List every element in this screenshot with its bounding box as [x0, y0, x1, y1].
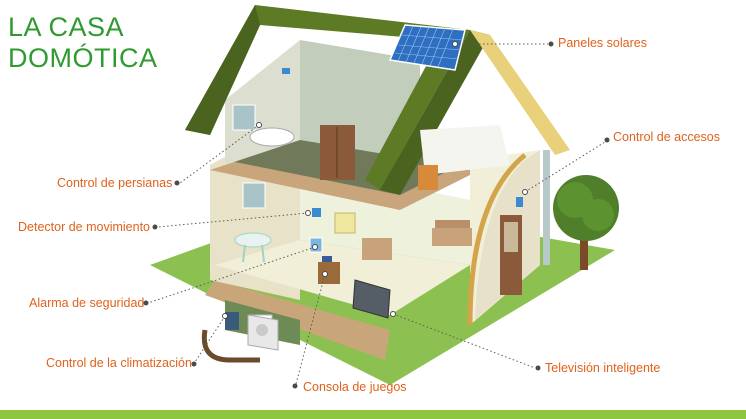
callout-line-climatizacion — [194, 315, 226, 363]
page-title: LA CASA DOMÓTICA — [8, 12, 158, 74]
callout-end-alarma — [143, 300, 149, 306]
tree-trunk — [580, 225, 588, 270]
callout-end-tv — [535, 365, 541, 371]
callout-line-persianas — [179, 124, 260, 184]
bottom-accent-bar — [0, 410, 746, 419]
title-line-1: LA CASA — [8, 12, 125, 42]
callout-end-climatizacion — [191, 361, 197, 367]
label-control-accesos: Control de accesos — [613, 130, 721, 144]
callout-dot-alarma — [312, 244, 318, 250]
callout-end-detector — [152, 224, 158, 230]
label-paneles-solares: Paneles solares — [558, 36, 647, 50]
tv — [352, 279, 391, 319]
roof-left — [185, 5, 470, 190]
label-television-inteligente: Televisión inteligente — [545, 361, 661, 375]
callout-dot-persianas — [256, 122, 262, 128]
ground-floor — [215, 240, 470, 315]
callout-end-paneles — [548, 41, 554, 47]
callout-end-accesos — [604, 137, 610, 143]
callout-dot-detector — [305, 210, 311, 216]
label-alarma-seguridad: Alarma de seguridad — [29, 296, 145, 310]
title-line-2: DOMÓTICA — [8, 43, 158, 73]
callout-dot-accesos — [522, 189, 528, 195]
callout-dot-consola — [322, 271, 328, 277]
callout-line-tv — [392, 313, 536, 369]
callout-line-alarma — [147, 246, 316, 304]
callout-line-detector — [157, 212, 309, 228]
callout-dot-paneles — [452, 41, 458, 47]
callout-line-consola — [295, 273, 326, 385]
label-control-climatizacion: Control de la climatización — [46, 356, 192, 370]
label-detector-movimiento: Detector de movimiento — [18, 220, 151, 234]
label-control-persianas: Control de persianas — [57, 176, 173, 190]
callout-dot-climatizacion — [222, 313, 228, 319]
callout-dot-tv — [390, 311, 396, 317]
roof-right-edge — [470, 30, 570, 155]
callout-end-persianas — [174, 180, 180, 186]
label-consola-juegos: Consola de juegos — [303, 380, 407, 394]
callout-end-consola — [292, 383, 298, 389]
